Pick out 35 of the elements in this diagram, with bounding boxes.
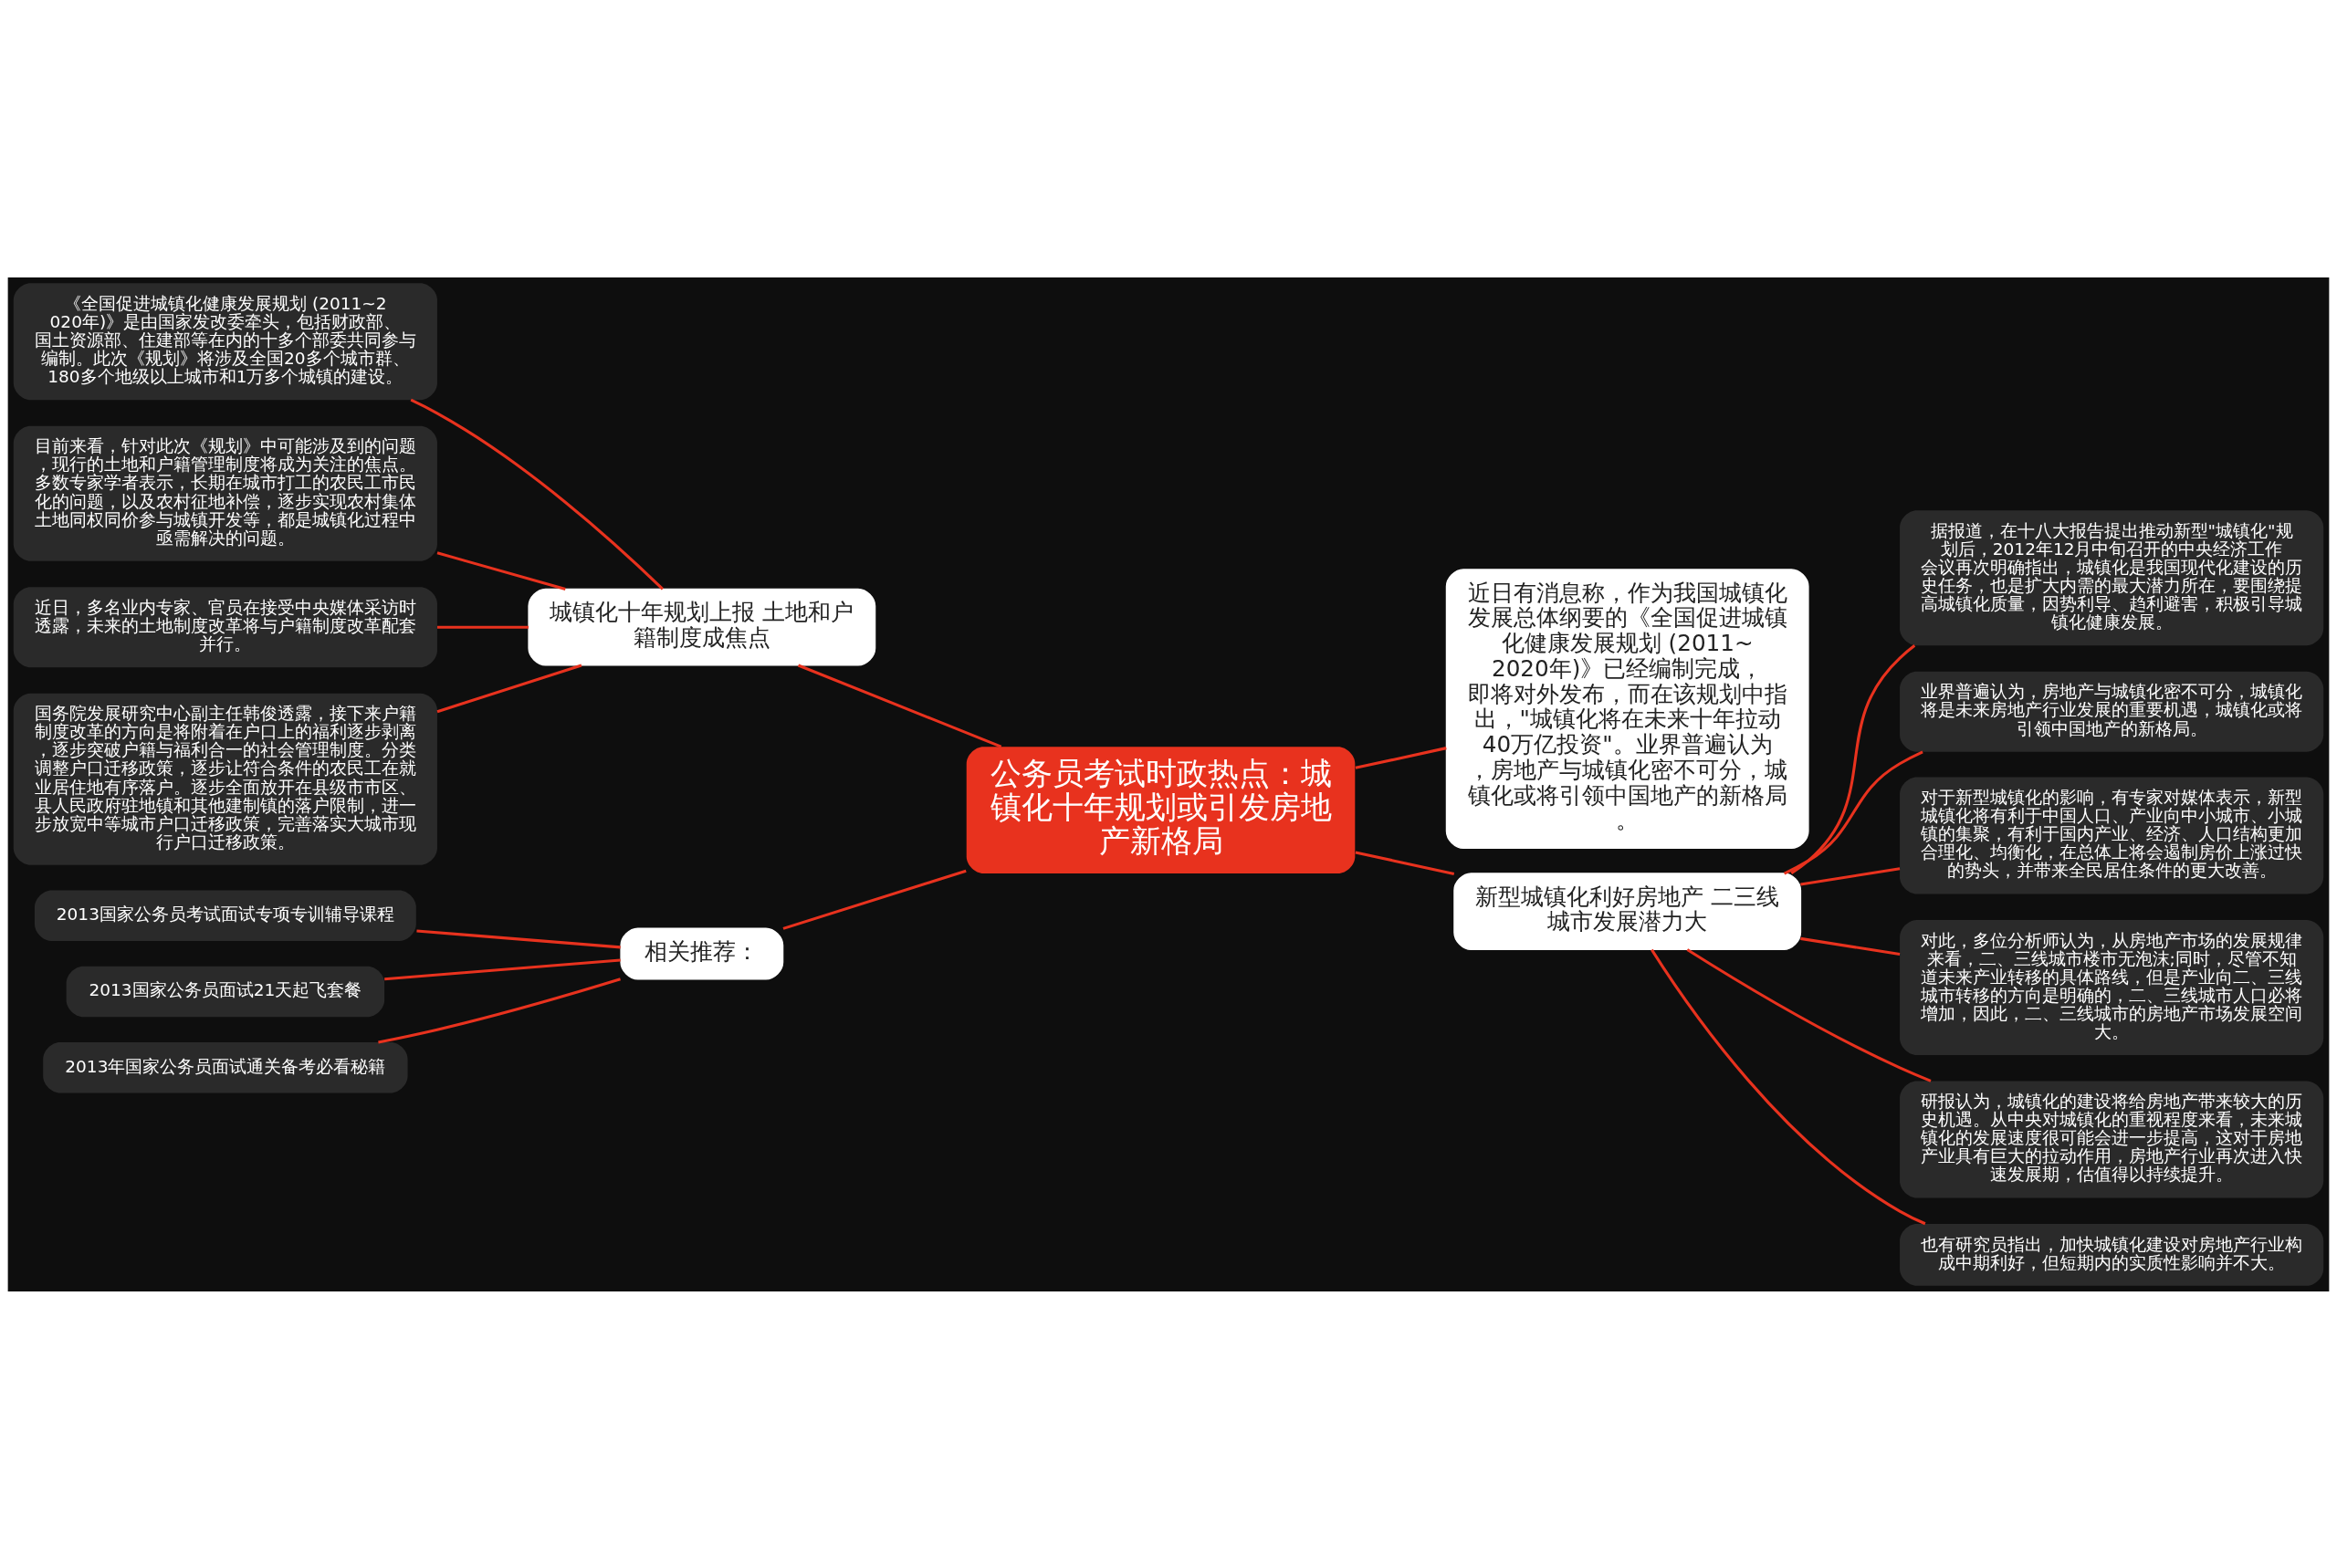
node-box: 《全国促进城镇化健康发展规划 (2011~2020年)》是由国家发改委牵头，包括财政部、国土资源部、住建部等在内的十多个部委共同参与编制。此次《规划》将涉及全国20多个城市群、180多个地级以上城市和1万多个城镇的建设。 xyxy=(13,282,437,400)
node-box: 也有研究员指出，加快城镇化建设对房地产行业构成中期利好，但短期内的实质性影响并不大。 xyxy=(1900,1223,2324,1286)
connector xyxy=(1355,746,1447,769)
connector xyxy=(437,625,529,629)
node-box: 公务员考试时政热点：城镇化十年规划或引发房地产新格局 xyxy=(966,746,1356,873)
node-box: 业界普遍认为，房地产与城镇化密不可分，城镇化将是未来房地产行业发展的重要机遇，城镇化或将引领中国地产的新格局。 xyxy=(1900,671,2324,752)
connector xyxy=(1355,850,1455,875)
connector xyxy=(1651,948,1926,1225)
node-box: 新型城镇化利好房地产 二三线城市发展潜力大 xyxy=(1453,872,1802,950)
node-box: 对此，多位分析师认为，从房地产市场的发展规律来看，二、三线城市楼市无泡沫;同时，尽管不知道未来产业转移的具体路线，但是产业向二、三线城市转移的方向是明确的，二、三线城市人口必将增加，因此，二、三线城市的房地产市场发展空间大。 xyxy=(1900,919,2324,1055)
connector xyxy=(1800,936,1901,956)
connector xyxy=(1790,643,1916,874)
node-box: 研报认为，城镇化的建设将给房地产带来较大的历史机遇。从中央对城镇化的重视程度来看，未来城镇化的发展速度很可能会进一步提高，这对于房地产业具有巨大的拉动作用，房地产行业再次进入快速发展期，估值得以持续提升。 xyxy=(1900,1080,2324,1197)
node-box: 相关推荐： xyxy=(620,926,784,979)
connector xyxy=(1686,947,1932,1082)
connector xyxy=(436,550,566,591)
node-box: 据报道，在十八大报告提出推动新型"城镇化"规划后，2012年12月中旬召开的中央经济工作会议再次明确指出，城镇化是我国现代化建设的历史任务，也是扩大内需的最大潜力所在，要围绕提高城镇化质量，因势利导、趋利避害，积极引导城镇化健康发展。 xyxy=(1900,509,2324,645)
node-box: 国务院发展研究中心副主任韩俊透露，接下来户籍制度改革的方向是将附着在户口上的福利逐步剥离，逐步突破户籍与福利合一的社会管理制度。分类调整户口迁移政策，逐步让符合条件的农民工在就业居住地有序落户。逐步全面放开在县级市市区、县人民政府驻地镇和其他建制镇的落户限制，进一步放宽中等城市户口迁移政策，完善落实大城市现行户口迁移政策。 xyxy=(13,693,437,865)
node-box: 2013国家公务员考试面试专项专训辅导课程 xyxy=(34,890,416,941)
connector xyxy=(384,957,621,980)
node-box: 2013国家公务员面试21天起飞套餐 xyxy=(66,966,385,1017)
connector xyxy=(782,869,967,930)
node-box: 2013年国家公务员面试通关备考必看秘籍 xyxy=(43,1041,408,1093)
connector xyxy=(1783,749,1923,874)
connector xyxy=(410,398,664,590)
node-box: 对于新型城镇化的影响，有专家对媒体表示，新型城镇化将有利于中国人口、产业向中小城市、小城镇的集聚，有利于国内产业、经济、人口结构更加合理化、均衡化，在总体上将会遏制房价上涨过快的势头，并带来全民居住条件的更大改善。 xyxy=(1900,776,2324,894)
connector xyxy=(378,977,621,1043)
node-box: 近日有消息称，作为我国城镇化发展总体纲要的《全国促进城镇化健康发展规划 (2011~2020年)》已经编制完成，即将对外发布，而在该规划中指出，"城镇化将在未来十年拉动40万亿投资"。业界普遍认为，房地产与城镇化密不可分，城镇化或将引领中国地产的新格局。 xyxy=(1445,568,1809,849)
node-box: 近日，多名业内专家、官员在接受中央媒体采访时透露，未来的土地制度改革将与户籍制度改革配套并行。 xyxy=(13,586,437,667)
node-box: 城镇化十年规划上报 土地和户籍制度成焦点 xyxy=(528,588,876,666)
connector xyxy=(436,664,582,713)
connector xyxy=(797,664,1002,748)
node-box: 目前来看，针对此次《规划》中可能涉及到的问题，现行的土地和户籍管理制度将成为关注的焦点。多数专家学者表示，长期在城市打工的农民工市民化的问题，以及农村征地补偿，逐步实现农村集体土地同权同价参与城镇开发等，都是城镇化过程中亟需解决的问题。 xyxy=(13,425,437,561)
connector xyxy=(1800,866,1901,885)
connector xyxy=(416,928,621,948)
